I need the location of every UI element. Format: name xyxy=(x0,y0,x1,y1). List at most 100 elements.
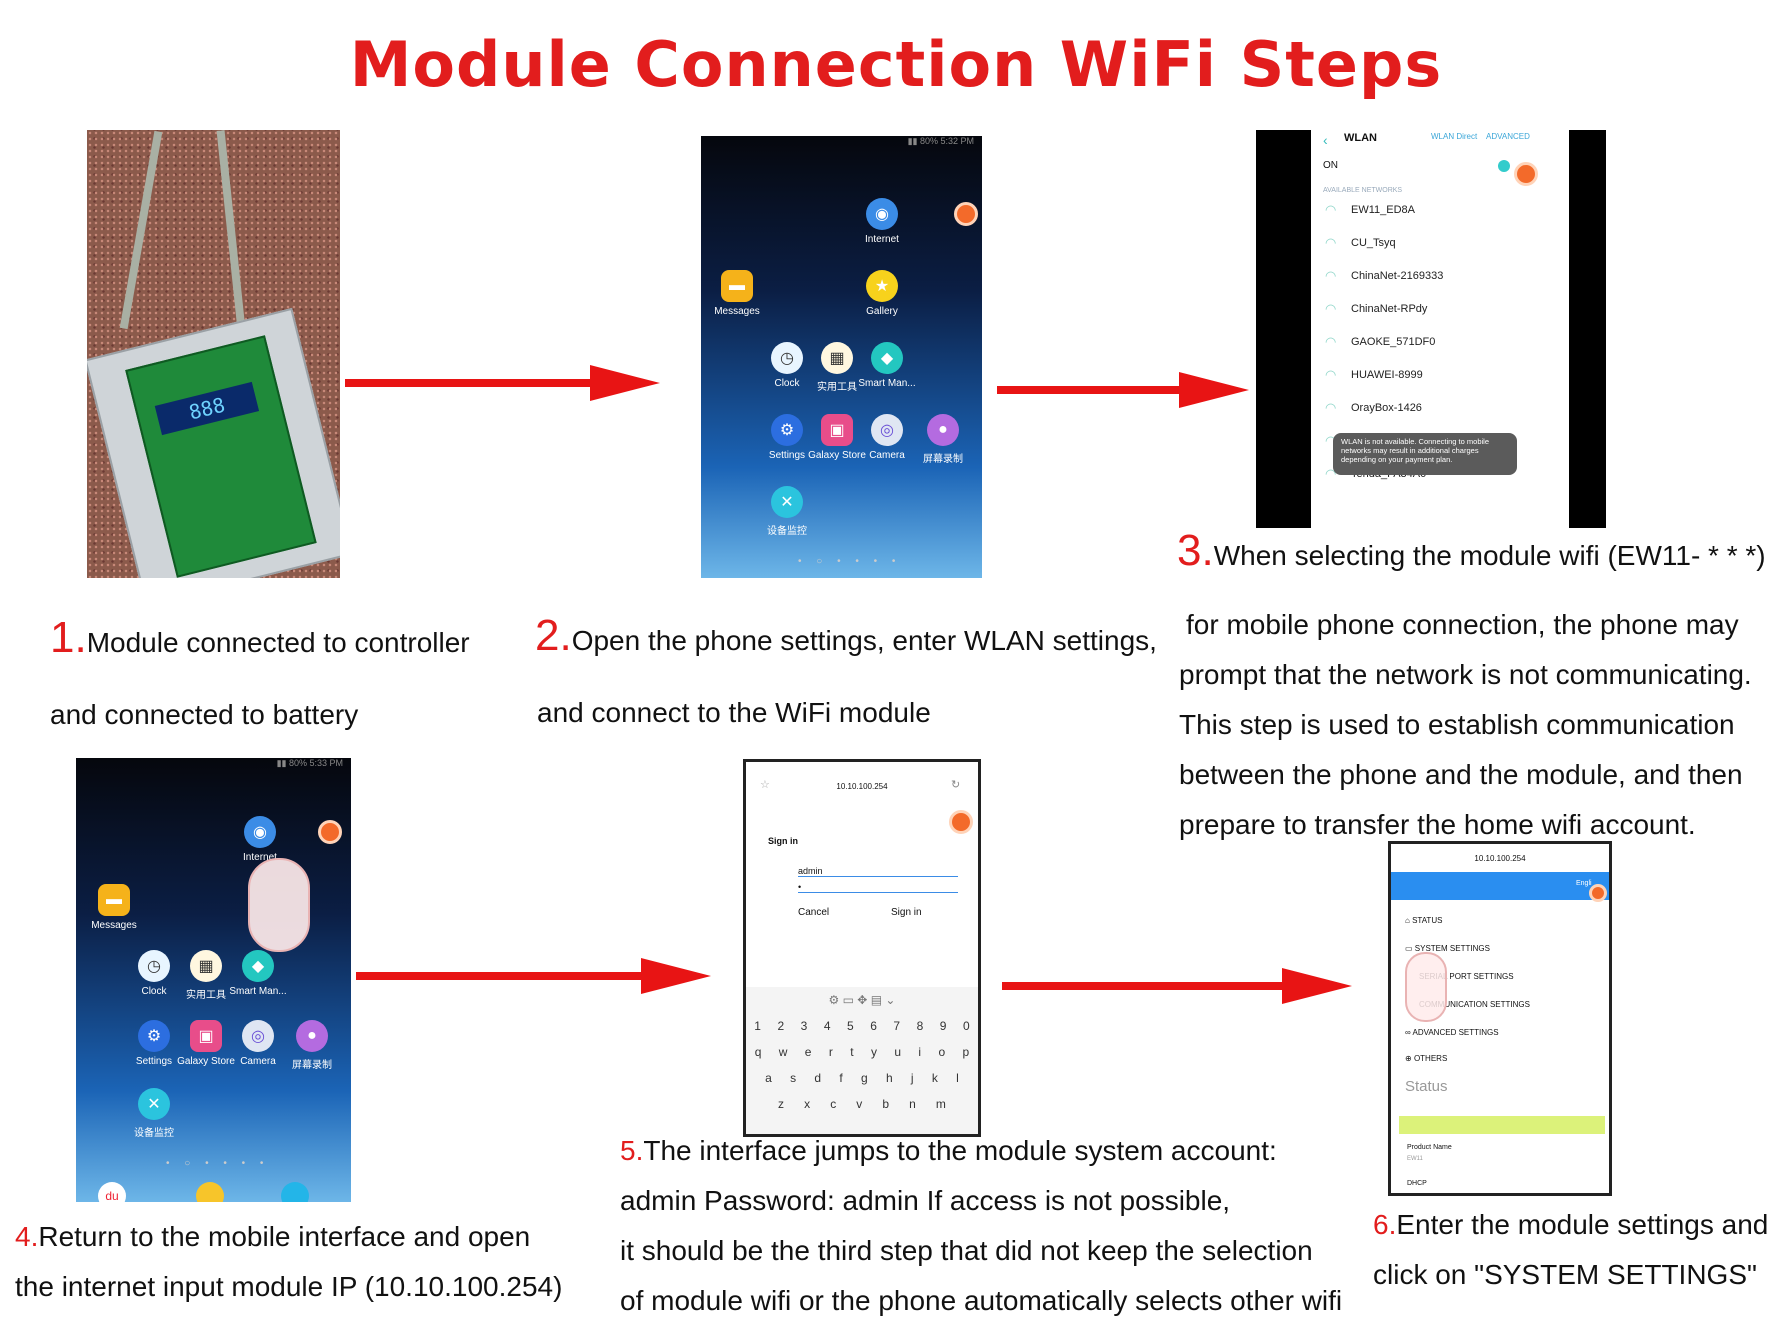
wlan-header: WLAN xyxy=(1344,132,1377,144)
keyboard-key[interactable]: 8 xyxy=(916,1019,924,1033)
cancel-button[interactable]: Cancel xyxy=(798,907,830,918)
star-icon[interactable]: ☆ xyxy=(760,779,770,791)
wifi-network-item[interactable]: GAOKE_571DF0 xyxy=(1351,336,1436,348)
keyboard-key[interactable]: 4 xyxy=(823,1019,831,1033)
app-smart-manager[interactable]: ◆Smart Man... xyxy=(226,950,290,997)
keyboard-key[interactable]: x xyxy=(804,1097,811,1111)
keyboard-key[interactable]: 2 xyxy=(777,1019,785,1033)
wlan-toggle[interactable] xyxy=(1498,160,1510,172)
login-screen: 10.10.100.254 ☆ ↻ Sign in admin • Cancel… xyxy=(743,759,981,1137)
app-screen-recorder[interactable]: ●屏幕录制 xyxy=(911,414,975,465)
keyboard-key[interactable]: n xyxy=(909,1097,916,1111)
keyboard-key[interactable]: s xyxy=(790,1071,797,1085)
app-device-monitor[interactable]: ✕设备监控 xyxy=(755,486,819,537)
wlan-direct-link[interactable]: WLAN Direct xyxy=(1431,132,1478,141)
app-clock[interactable]: ◷Clock xyxy=(755,342,819,389)
keyboard-key[interactable]: d xyxy=(814,1071,822,1085)
menu-status[interactable]: ⌂ STATUS xyxy=(1405,916,1443,925)
keyboard-key[interactable]: b xyxy=(882,1097,890,1111)
reload-icon[interactable]: ↻ xyxy=(951,779,961,791)
app-camera[interactable]: ◎Camera xyxy=(226,1020,290,1067)
back-icon[interactable]: ‹ xyxy=(1323,132,1328,148)
wifi-network-item[interactable]: ChinaNet-RPdy xyxy=(1351,303,1428,315)
wifi-icon: ◠ xyxy=(1325,202,1337,217)
keyboard-key[interactable]: p xyxy=(962,1045,970,1059)
keyboard-key[interactable]: g xyxy=(860,1071,868,1085)
wifi-network-item[interactable]: OrayBox-1426 xyxy=(1351,402,1422,414)
app-smart-manager[interactable]: ◆Smart Man... xyxy=(855,342,919,389)
keyboard-key[interactable]: 9 xyxy=(939,1019,947,1033)
menu-advanced[interactable]: ∞ ADVANCED SETTINGS xyxy=(1405,1028,1499,1037)
wifi-network-item[interactable]: HUAWEI-8999 xyxy=(1351,369,1423,381)
app-device-monitor[interactable]: ✕设备监控 xyxy=(122,1088,186,1139)
app-settings[interactable]: ⚙Settings xyxy=(122,1020,186,1067)
app-messages[interactable]: ▬Messages xyxy=(82,884,146,931)
language-selector[interactable]: Engli xyxy=(1576,880,1592,887)
keyboard-key[interactable]: 3 xyxy=(800,1019,808,1033)
keyboard-key[interactable]: u xyxy=(894,1045,902,1059)
keyboard-key[interactable]: l xyxy=(956,1071,959,1085)
menu-others[interactable]: ⊕ OTHERS xyxy=(1405,1054,1448,1063)
wifi-icon: ◠ xyxy=(1325,268,1337,283)
keyboard-key[interactable]: y xyxy=(870,1045,877,1059)
circuit-board: 888 xyxy=(125,335,317,578)
lcd-display: 888 xyxy=(154,381,260,436)
keyboard-key[interactable]: h xyxy=(885,1071,893,1085)
keyboard-key[interactable]: w xyxy=(778,1045,788,1059)
app-settings[interactable]: ⚙Settings xyxy=(755,414,819,461)
step3-line1: When selecting the module wifi (EW11- * … xyxy=(1213,540,1766,571)
wifi-network-item[interactable]: ChinaNet-2169333 xyxy=(1351,270,1444,282)
sign-in-button[interactable]: Sign in xyxy=(891,907,922,918)
gear-icon: ⚙ xyxy=(138,1020,170,1052)
keyboard-key[interactable]: 7 xyxy=(893,1019,901,1033)
url-bar[interactable]: 10.10.100.254 xyxy=(1474,854,1526,863)
app-galaxy-store[interactable]: ▣Galaxy Store xyxy=(174,1020,238,1067)
keyboard-toolbar: ⚙ ▭ ✥ ▤ ⌄ xyxy=(828,993,896,1007)
app-tools[interactable]: ▦实用工具 xyxy=(805,342,869,393)
keyboard-key[interactable]: 5 xyxy=(847,1019,854,1033)
keyboard-key[interactable]: q xyxy=(754,1045,762,1059)
keyboard-key[interactable]: t xyxy=(850,1045,854,1059)
wifi-network-item[interactable]: CU_Tsyq xyxy=(1351,237,1396,249)
keyboard-key[interactable]: m xyxy=(935,1097,946,1111)
app-internet[interactable]: ◉Internet xyxy=(228,816,292,863)
keyboard-key[interactable]: v xyxy=(856,1097,863,1111)
menu-communication[interactable]: COMMUNICATION SETTINGS xyxy=(1419,1000,1530,1009)
screen-record-icon xyxy=(1589,884,1607,902)
app-gallery[interactable]: ★Gallery xyxy=(850,270,914,317)
status-bar: ▮▮ 80% 5:32 PM xyxy=(907,136,974,146)
app-screen-recorder[interactable]: ●屏幕录制 xyxy=(280,1020,344,1071)
keyboard-key[interactable]: 1 xyxy=(754,1019,761,1033)
menu-serial-port[interactable]: SERIAL PORT SETTINGS xyxy=(1419,972,1514,981)
app-galaxy-store[interactable]: ▣Galaxy Store xyxy=(805,414,869,461)
keyboard-key[interactable]: i xyxy=(918,1045,922,1059)
settings-screen: 10.10.100.254 Engli ⌂ STATUS ▭ SYSTEM SE… xyxy=(1388,841,1612,1196)
menu-system-settings[interactable]: ▭ SYSTEM SETTINGS xyxy=(1405,944,1490,953)
app-clock[interactable]: ◷Clock xyxy=(122,950,186,997)
app-camera[interactable]: ◎Camera xyxy=(855,414,919,461)
keyboard-key[interactable]: c xyxy=(830,1097,837,1111)
app-internet[interactable]: ◉Internet xyxy=(850,198,914,245)
keyboard-key[interactable]: a xyxy=(765,1071,772,1085)
keyboard-key[interactable]: z xyxy=(778,1097,785,1111)
phone-call-icon[interactable] xyxy=(281,1182,309,1202)
keyboard-key[interactable]: o xyxy=(938,1045,946,1059)
keyboard-key[interactable]: 0 xyxy=(962,1019,970,1033)
keyboard-key[interactable]: k xyxy=(931,1071,938,1085)
app-messages[interactable]: ▬Messages xyxy=(705,270,769,317)
advanced-link[interactable]: ADVANCED xyxy=(1486,132,1530,141)
step3-line6: prepare to transfer the home wifi accoun… xyxy=(1179,809,1696,840)
keyboard-key[interactable]: f xyxy=(839,1071,843,1085)
wifi-network-item[interactable]: EW11_ED8A xyxy=(1351,204,1415,216)
dock-icon-1[interactable]: du xyxy=(98,1182,126,1202)
keyboard-key[interactable]: r xyxy=(828,1045,833,1059)
url-bar[interactable]: 10.10.100.254 xyxy=(836,782,888,791)
dock-icon-2[interactable] xyxy=(196,1182,224,1202)
keyboard-key[interactable]: 6 xyxy=(870,1019,877,1033)
password-field[interactable]: • xyxy=(798,882,958,893)
app-tools[interactable]: ▦实用工具 xyxy=(174,950,238,1001)
keyboard-key[interactable]: e xyxy=(804,1045,812,1059)
username-field[interactable]: admin xyxy=(798,866,958,877)
smart-manager-icon: ◆ xyxy=(242,950,274,982)
keyboard-key[interactable]: j xyxy=(910,1071,914,1085)
